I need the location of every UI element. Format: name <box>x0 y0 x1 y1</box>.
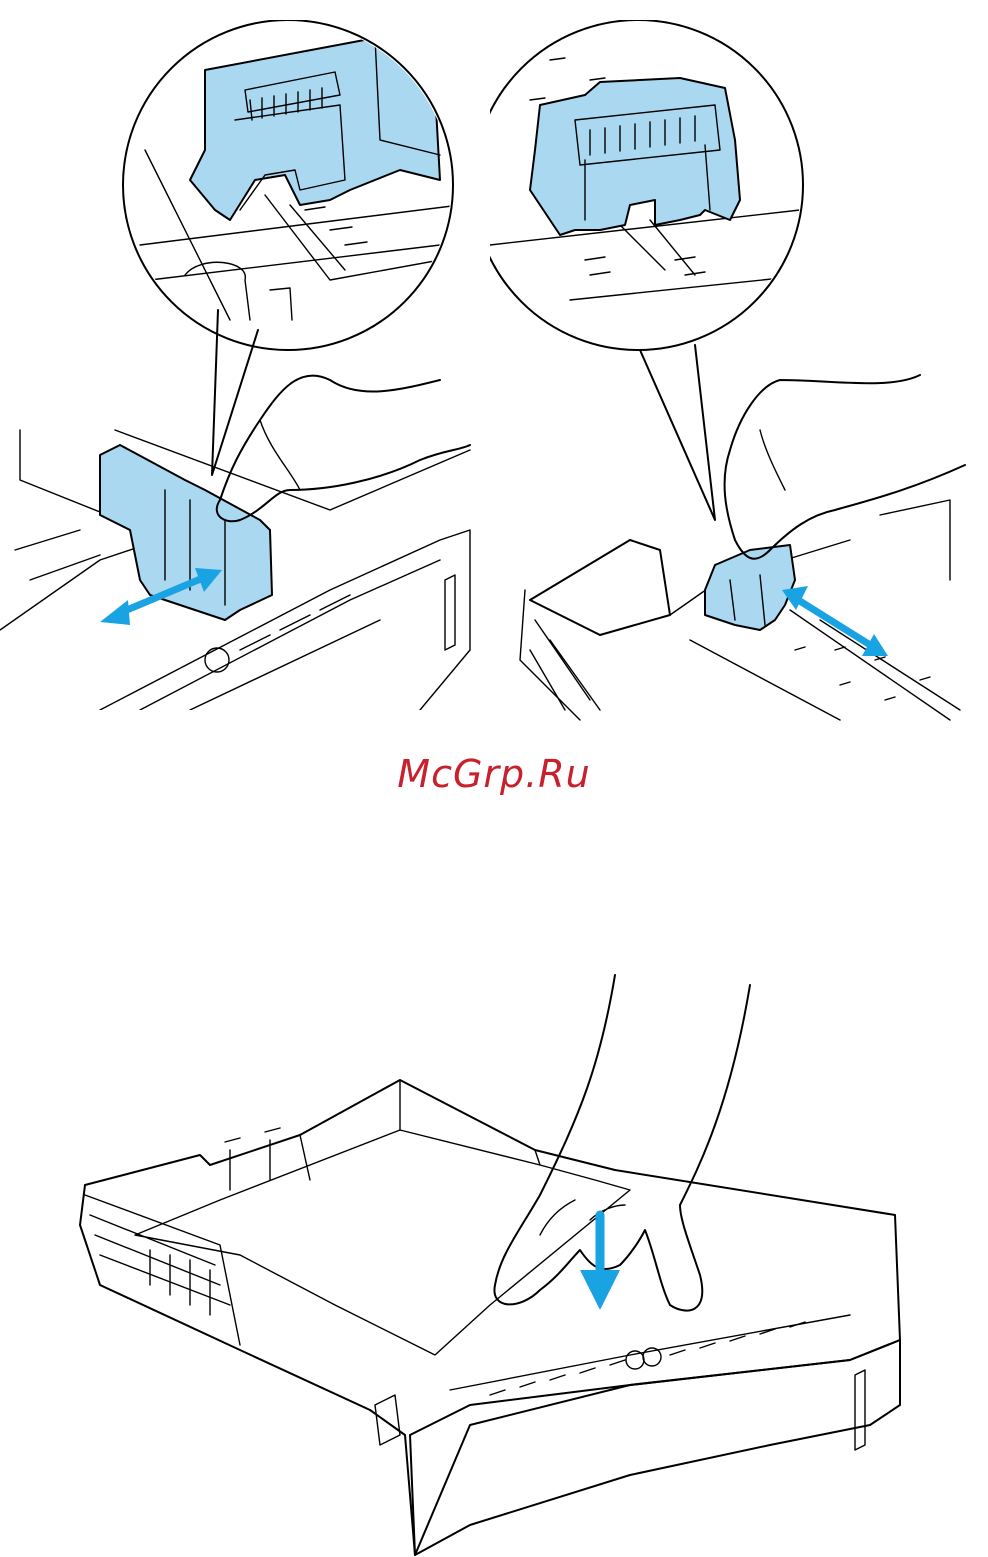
paper-tray <box>80 1080 900 1555</box>
magnifier-callout <box>123 20 460 475</box>
magnifier-callout-right <box>490 20 810 520</box>
guide-closeup-right <box>530 78 740 235</box>
watermark-text: McGrp.Ru <box>0 752 988 796</box>
width-guide-illustration <box>0 20 490 710</box>
double-arrow-diagonal-icon <box>782 586 888 656</box>
tray-scene <box>0 376 470 710</box>
hand <box>494 975 750 1311</box>
length-guide-illustration <box>490 20 988 730</box>
tray-scene-right <box>520 375 965 720</box>
arrow-down-icon <box>580 1215 620 1310</box>
width-guide <box>100 445 272 620</box>
load-paper-illustration <box>70 965 920 1557</box>
